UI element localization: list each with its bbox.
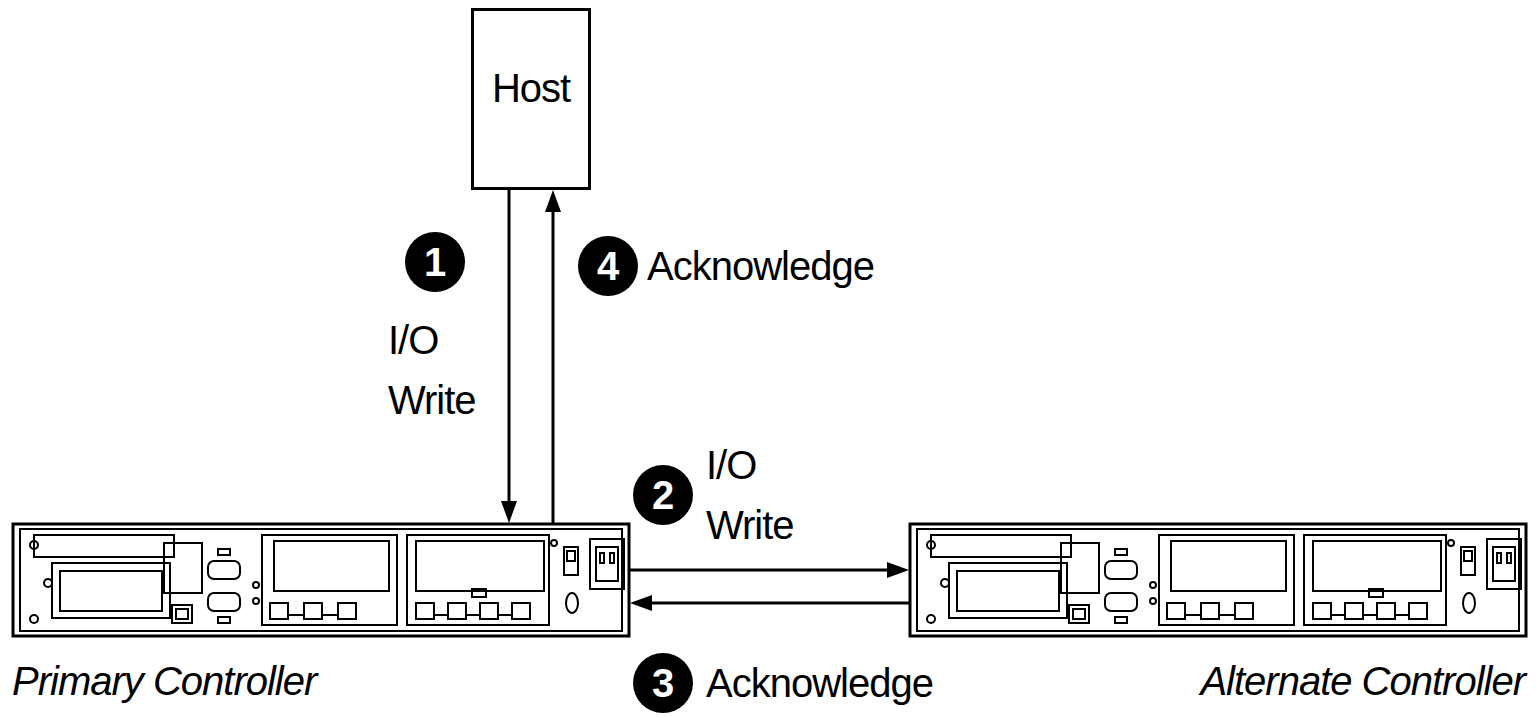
callout-number: 1 [405, 232, 465, 292]
controller-chassis [909, 523, 1527, 637]
flow-arrow [501, 190, 517, 523]
controller-unit: Alternate Controller [909, 523, 1527, 637]
arrow-head [501, 501, 517, 523]
flow-arrow [630, 562, 909, 578]
arrow-head [887, 562, 909, 578]
arrow-line [552, 208, 555, 523]
host-box: Host [471, 8, 591, 190]
controller-unit: Primary Controller [12, 523, 630, 637]
arrow-head [630, 595, 652, 611]
controller-drawing [13, 524, 629, 636]
controller-name: Primary Controller [12, 657, 316, 705]
flow-arrow [630, 595, 909, 611]
arrow-label: Acknowledge [706, 658, 933, 708]
controller-drawing [910, 524, 1526, 636]
arrow-label: Acknowledge [647, 241, 874, 291]
controller-chassis [12, 523, 630, 637]
callout-number: 3 [633, 653, 693, 713]
arrow-line [508, 190, 511, 505]
arrow-label: I/O Write [706, 435, 816, 555]
arrow-label: I/O Write [388, 310, 498, 430]
callout-number: 2 [633, 465, 693, 525]
arrow-line [630, 569, 891, 572]
flow-arrow [545, 190, 561, 523]
arrow-line [648, 602, 909, 605]
callout-number: 4 [578, 236, 638, 296]
arrow-head [545, 190, 561, 212]
host-label: Host [474, 66, 588, 111]
controller-name: Alternate Controller [1200, 657, 1525, 705]
